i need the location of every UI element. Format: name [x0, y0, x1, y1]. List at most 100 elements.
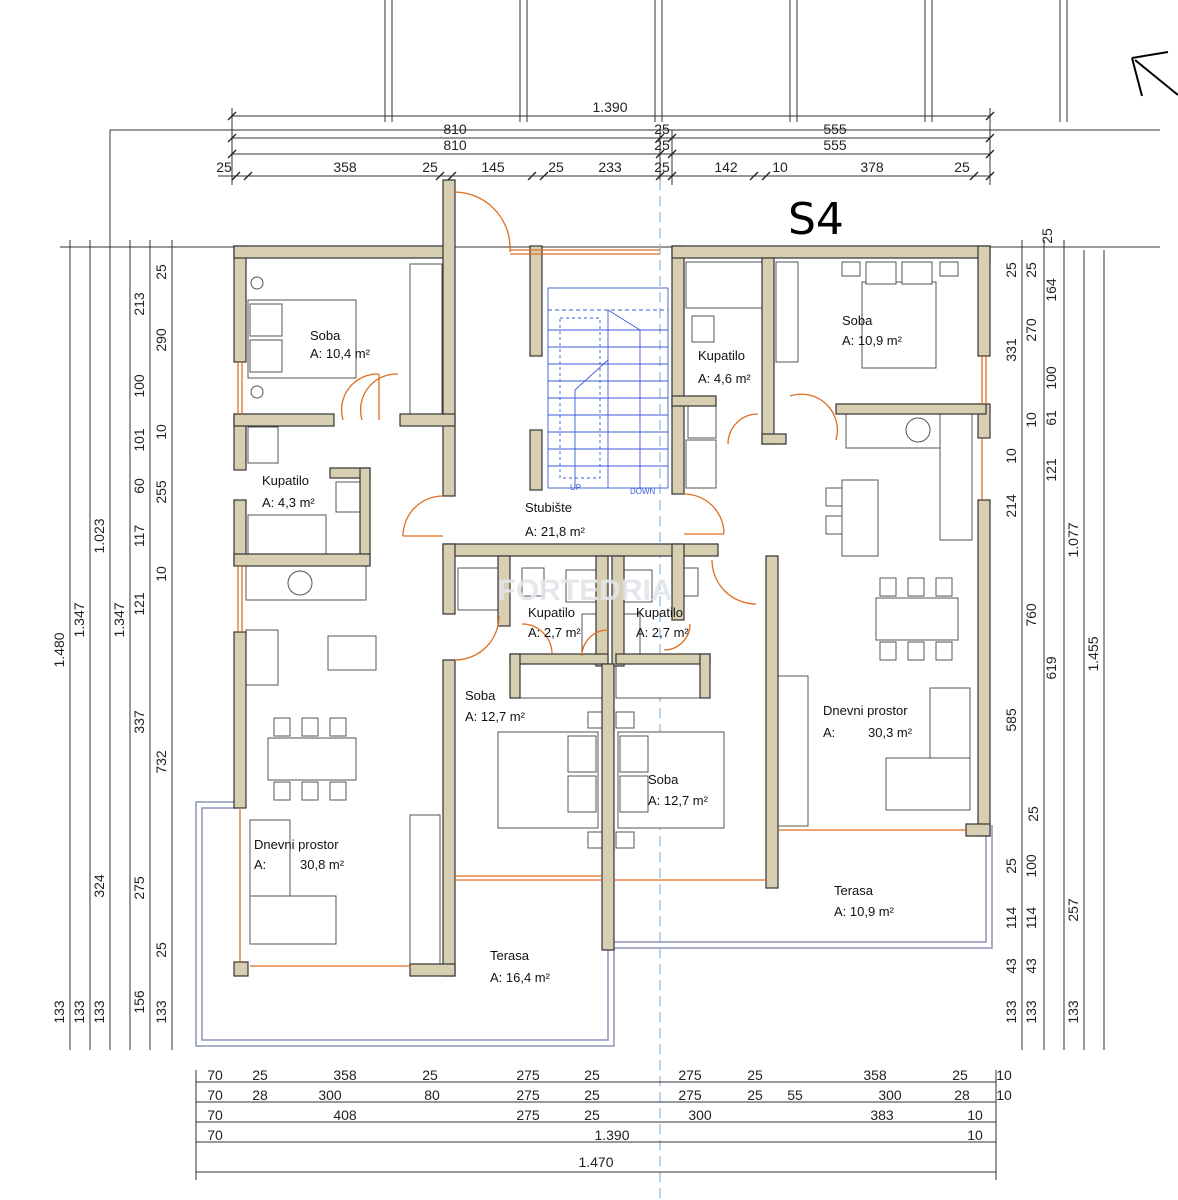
dim-bot-r4-3: 10 — [967, 1127, 983, 1143]
dim-left-c5-f: 133 — [153, 1000, 169, 1024]
room-kupatilo-w-name: Kupatilo — [262, 473, 309, 488]
dim-top-r4-10: 378 — [860, 159, 884, 175]
room-dnevni-e-prefix: A: — [823, 725, 835, 740]
dim-left-c1-a: 1.480 — [51, 632, 67, 667]
room-stubiste-name: Stubište — [525, 500, 572, 515]
room-stubiste-area: A: 21,8 m² — [525, 524, 586, 539]
plan-label: S4 — [788, 194, 844, 245]
room-kupatilo-w-area: A: 4,3 m² — [262, 495, 315, 510]
dim-bot-r2-8: 25 — [747, 1087, 763, 1103]
dim-bot-r1-9: 358 — [863, 1067, 887, 1083]
room-soba-ne-area: A: 10,9 m² — [842, 333, 903, 348]
dim-right-c3-d: 257 — [1065, 898, 1081, 922]
dim-bot-r3-5: 300 — [688, 1107, 712, 1123]
dim-left-c5-b: 100 — [131, 374, 147, 398]
dim-bot-r2-9: 55 — [787, 1087, 803, 1103]
dim-top-r4-1: 25 — [216, 159, 232, 175]
dim-bot-r2-4: 80 — [424, 1087, 440, 1103]
room-kupatilo-c2-area: A: 2,7 m² — [636, 625, 689, 640]
dim-left-c4-e: 156 — [131, 990, 147, 1014]
dim-bot-r3-1: 70 — [207, 1107, 223, 1123]
dim-right-c3-e: 133 — [1065, 1000, 1081, 1024]
dim-right-c3-b: 1.077 — [1065, 522, 1081, 557]
dim-bot-r3-2: 408 — [333, 1107, 357, 1123]
room-terasa-w-name: Terasa — [490, 948, 530, 963]
dim-bot-r4-1: 70 — [207, 1127, 223, 1143]
dim-bot-r1-1: 70 — [207, 1067, 223, 1083]
dim-bot-r2-1: 70 — [207, 1087, 223, 1103]
walls — [233, 179, 991, 977]
dim-right-c1-l: 43 — [1003, 958, 1019, 974]
right-dimension-texts: 25 25 331 10 10 214 760 585 25 25 114 43… — [1003, 228, 1101, 1024]
top-ticks — [227, 111, 995, 181]
right-dimension-lines — [1021, 240, 1105, 1050]
dim-left-c2-c: 133 — [71, 1000, 87, 1024]
dim-bot-r2-5: 275 — [516, 1087, 540, 1103]
dim-bot-r3-7: 10 — [967, 1107, 983, 1123]
dim-left-c4-a: 117 — [131, 525, 147, 548]
dim-bot-r2-3: 300 — [318, 1087, 342, 1103]
dim-bot-r1-8: 25 — [747, 1067, 763, 1083]
dim-left-c2-b: 324 — [91, 874, 107, 898]
dim-top-r4-6: 233 — [598, 159, 622, 175]
dim-top-r4-4: 145 — [481, 159, 505, 175]
dim-right-c1-m: 133 — [1003, 1000, 1019, 1024]
dim-right-c1-g: 760 — [1023, 603, 1039, 627]
dim-left-c6-e: 10 — [153, 566, 169, 582]
left-dimension-lines — [69, 240, 173, 1050]
dim-top-r4-5: 25 — [548, 159, 564, 175]
furniture — [245, 261, 973, 968]
room-soba-nw-area: A: 10,4 m² — [310, 346, 371, 361]
dim-bot-r1-5: 275 — [516, 1067, 540, 1083]
dim-right-c1-b: 25 — [1003, 262, 1019, 278]
dim-right-c1-h: 585 — [1003, 708, 1019, 732]
dim-right-c2-j: 133 — [1023, 1000, 1039, 1024]
dim-right-c2-e: 121 — [1043, 458, 1059, 482]
dim-left-c2-a: 1.347 — [71, 602, 87, 637]
left-dimension-texts: 1.480 133 1.347 324 133 1.023 1.347 133 … — [51, 264, 169, 1024]
dim-top-r3-c: 555 — [823, 137, 847, 153]
dim-left-c6-d: 255 — [153, 480, 169, 504]
dim-right-c1-k: 114 — [1003, 907, 1019, 930]
dim-right-c3-c: 1.455 — [1085, 636, 1101, 671]
room-dnevni-e-area: 30,3 m² — [868, 725, 913, 740]
dim-bot-r5-1: 1.470 — [578, 1154, 613, 1170]
dim-bot-r1-6: 25 — [584, 1067, 600, 1083]
dim-top-r3-a: 810 — [443, 137, 467, 153]
dim-bot-r1-4: 25 — [422, 1067, 438, 1083]
north-arrow-icon — [1131, 51, 1178, 97]
site-lines — [60, 0, 1160, 248]
room-soba-ne-name: Soba — [842, 313, 873, 328]
room-soba-c1-name: Soba — [465, 688, 496, 703]
dim-bot-r2-7: 275 — [678, 1087, 702, 1103]
dim-left-c5-c: 101 — [131, 428, 147, 452]
dim-bot-r1-2: 25 — [252, 1067, 268, 1083]
dim-left-c6-a: 25 — [153, 264, 169, 280]
dim-top-r4-7: 25 — [654, 159, 670, 175]
room-terasa-e-area: A: 10,9 m² — [834, 904, 895, 919]
bottom-dimension-lines — [195, 1070, 997, 1180]
dim-left-c3-a: 1.023 — [91, 518, 107, 553]
dim-top-total: 1.390 — [592, 99, 627, 115]
stair-down-label: DOWN — [630, 487, 656, 496]
dim-bot-r2-10: 300 — [878, 1087, 902, 1103]
dim-top-r3-b: 25 — [654, 137, 670, 153]
dim-bot-r3-3: 275 — [516, 1107, 540, 1123]
dim-top-r4-3: 25 — [422, 159, 438, 175]
dim-top-r2-a: 810 — [443, 121, 467, 137]
room-dnevni-w-name: Dnevni prostor — [254, 837, 339, 852]
dim-top-r4-11: 25 — [954, 159, 970, 175]
room-terasa-w-area: A: 16,4 m² — [490, 970, 551, 985]
terrace-outlines — [195, 801, 993, 1047]
dim-right-c1-a: 25 — [1039, 228, 1055, 244]
dim-bot-r3-4: 25 — [584, 1107, 600, 1123]
dim-bot-r1-10: 25 — [952, 1067, 968, 1083]
stair-up-label: UP — [570, 483, 581, 492]
dim-left-c6-c: 10 — [153, 424, 169, 440]
room-soba-c1-area: A: 12,7 m² — [465, 709, 526, 724]
dim-top-r4-8: 142 — [714, 159, 738, 175]
dim-bot-r2-6: 25 — [584, 1087, 600, 1103]
dim-top-r2-b: 25 — [654, 121, 670, 137]
dim-right-c2-i: 43 — [1023, 958, 1039, 974]
